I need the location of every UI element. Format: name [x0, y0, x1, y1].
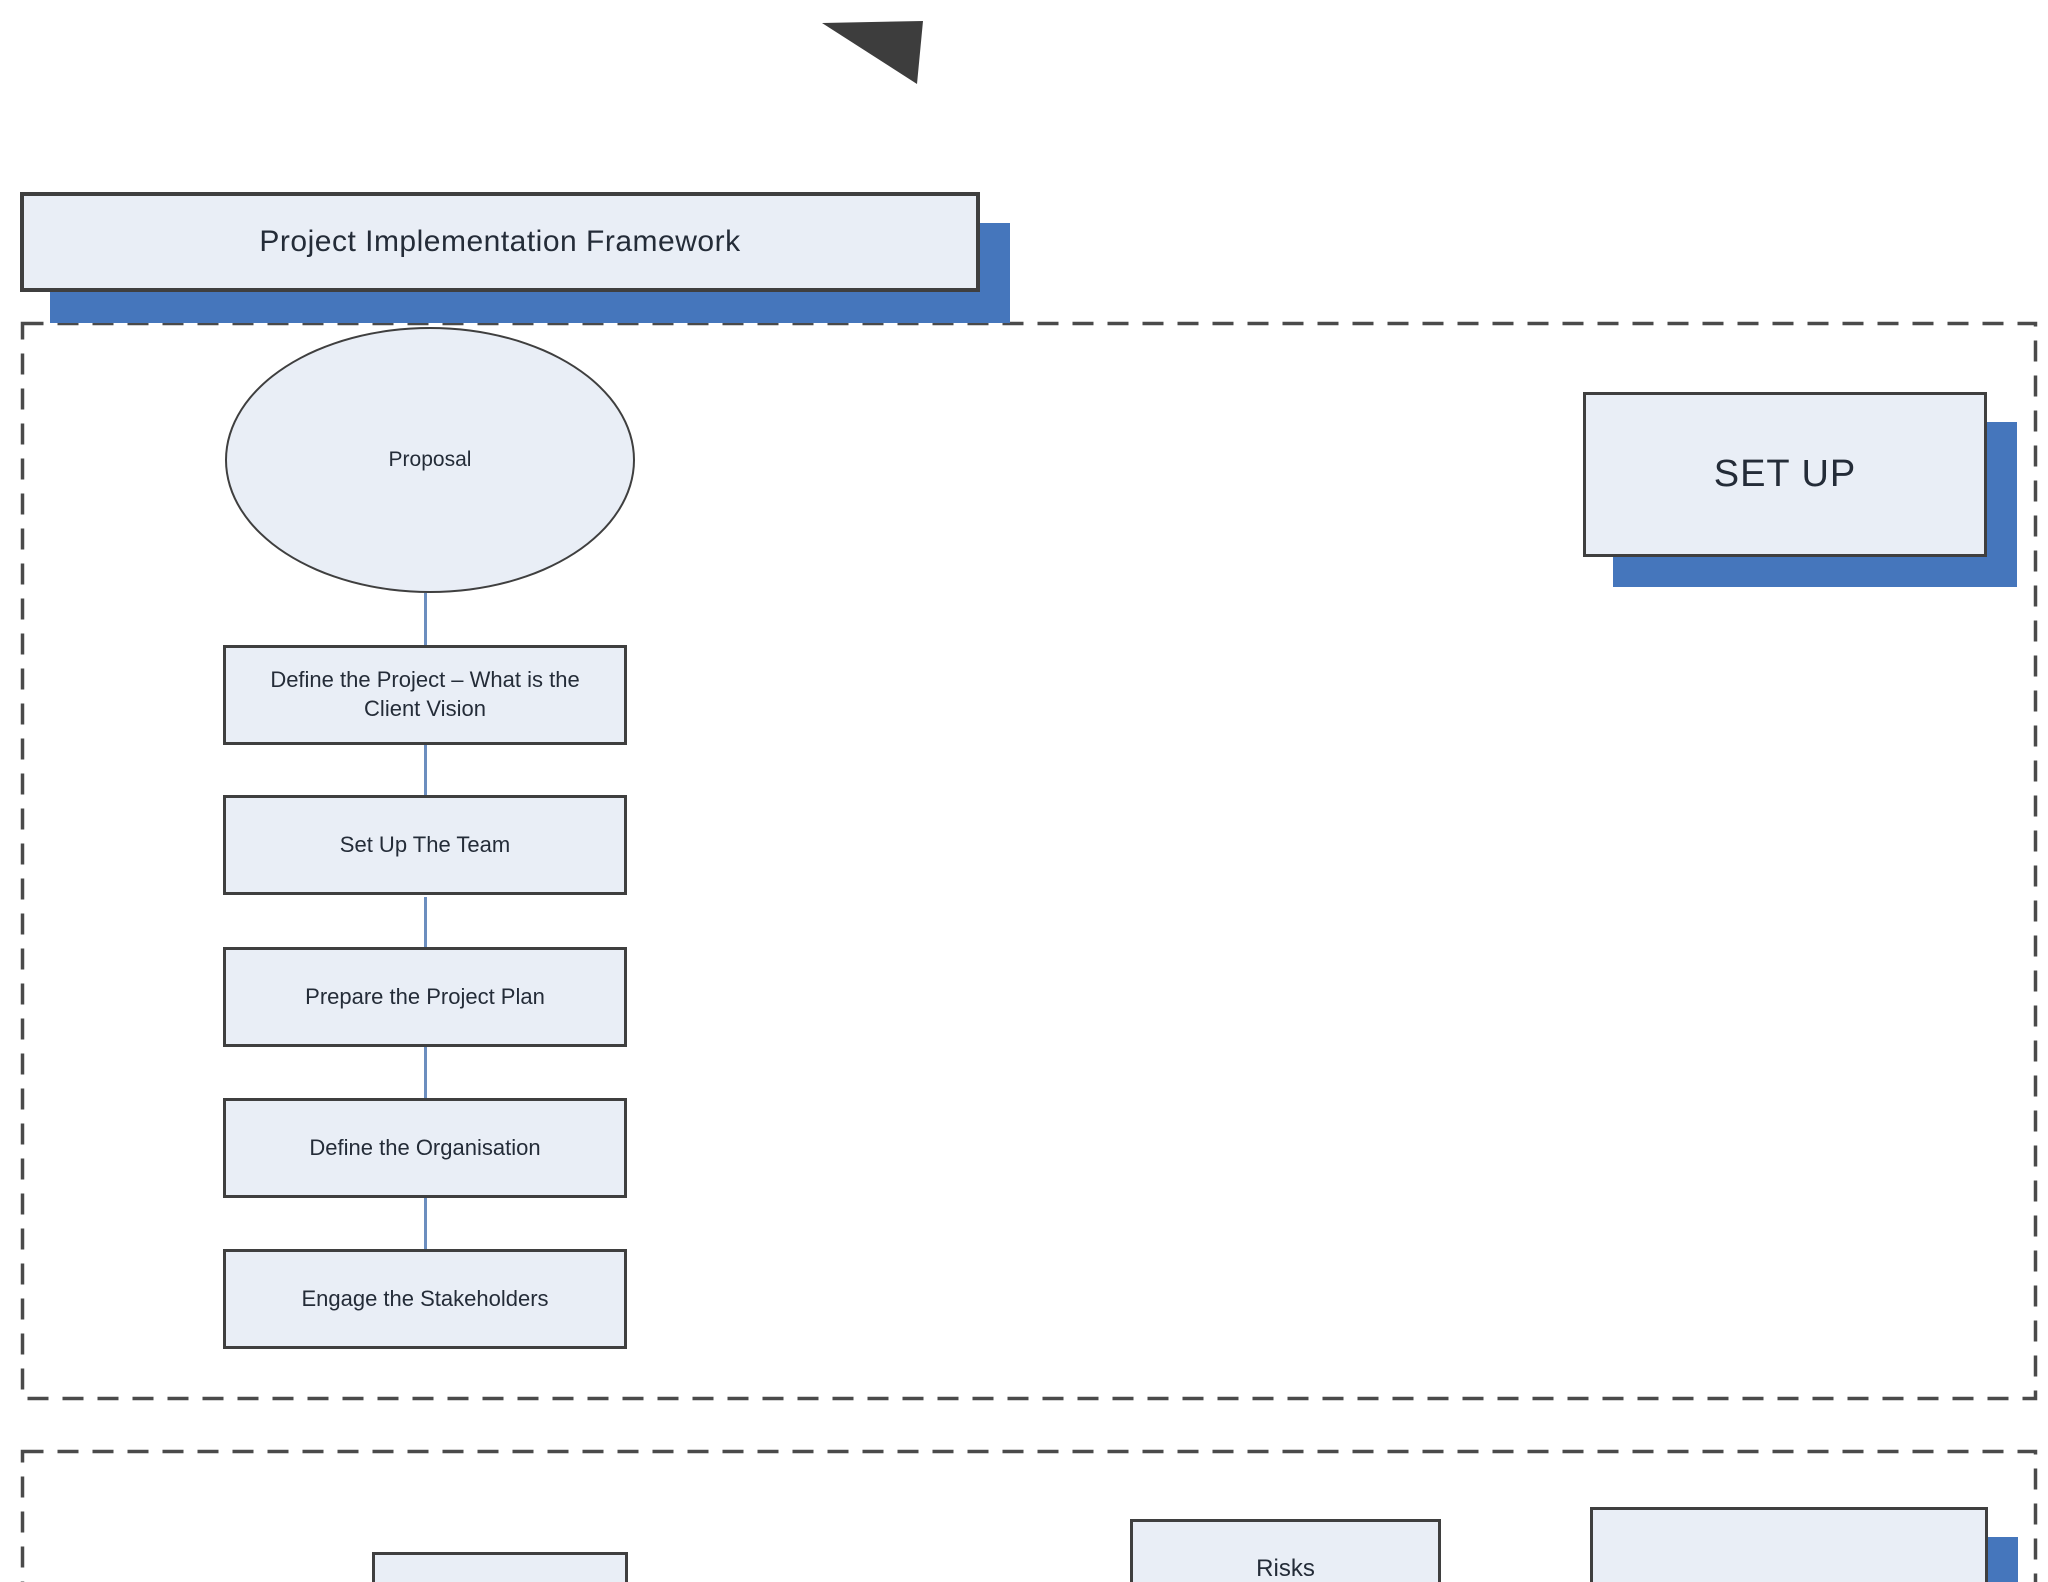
phase-label-set-up: SET UP: [1583, 392, 1987, 557]
step-define-organisation: Define the Organisation: [223, 1098, 627, 1198]
cursor-triangle-icon: [822, 21, 923, 84]
step-label: Define the Project – What is the Client …: [270, 667, 580, 721]
step-label: Define the Organisation: [309, 1134, 541, 1160]
start-node-label: Proposal: [388, 448, 472, 471]
connector-step4-step5: [424, 1198, 427, 1249]
risks-label: Risks: [1256, 1555, 1315, 1582]
phase2-risks-box: Risks: [1130, 1519, 1441, 1582]
phase-label-text: SET UP: [1713, 453, 1857, 495]
title-banner-label: Project Implementation Framework: [259, 225, 741, 258]
phase2-left-box-partial: [372, 1552, 628, 1582]
step-label: Set Up The Team: [339, 831, 511, 857]
step-label: Engage the Stakeholders: [301, 1285, 549, 1311]
step-define-project: Define the Project – What is the Client …: [223, 645, 627, 745]
connector-step2-step3: [424, 897, 427, 947]
connector-step1-step2: [424, 745, 427, 795]
step-set-up-team: Set Up The Team: [223, 795, 627, 895]
step-label: Prepare the Project Plan: [305, 983, 545, 1009]
connector-proposal-step1: [424, 593, 427, 645]
connector-step3-step4: [424, 1047, 427, 1098]
title-banner: Project Implementation Framework: [20, 192, 980, 292]
step-engage-stakeholders: Engage the Stakeholders: [223, 1249, 627, 1349]
step-prepare-project-plan: Prepare the Project Plan: [223, 947, 627, 1047]
phase2-right-box-partial: [1590, 1507, 1988, 1582]
phase1-dashed-border: [20, 321, 2038, 1401]
start-node-proposal: Proposal: [225, 327, 635, 593]
